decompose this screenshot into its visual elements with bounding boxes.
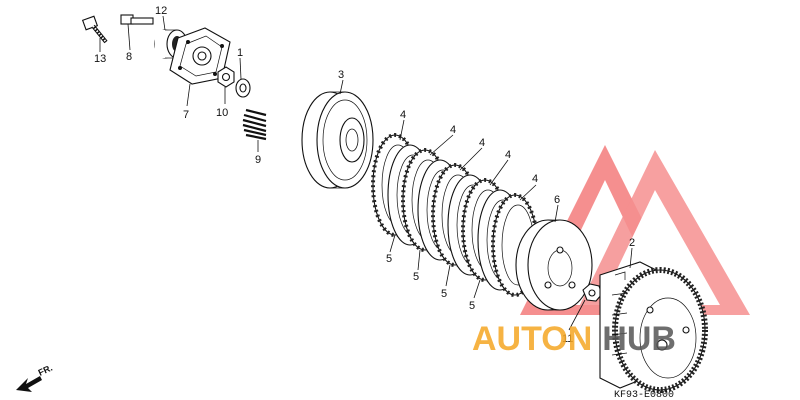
clutch-outer-2 — [599, 261, 708, 393]
callout-11: 11 — [562, 333, 573, 345]
callout-5-d: 5 — [469, 300, 475, 312]
callout-1: 1 — [237, 47, 243, 59]
callout-2: 2 — [629, 237, 635, 249]
callout-4-d: 4 — [505, 149, 511, 161]
watermark-hub: HUB — [602, 320, 676, 358]
front-direction-marker: FR. — [16, 363, 54, 392]
callout-5-a: 5 — [386, 253, 392, 265]
watermark-text-autohub: AUTON HUB — [472, 320, 676, 358]
callout-12: 12 — [155, 5, 167, 17]
callout-4-c: 4 — [479, 137, 485, 149]
fr-label: FR. — [37, 363, 54, 378]
callout-4-e: 4 — [532, 173, 538, 185]
washer-1 — [235, 78, 251, 98]
callout-5-b: 5 — [413, 271, 419, 283]
callout-4-a: 4 — [400, 109, 406, 121]
spring-9 — [242, 108, 267, 141]
pressure-disc-6 — [515, 219, 593, 311]
callout-9: 9 — [255, 154, 261, 166]
callout-6: 6 — [554, 194, 560, 206]
clutch-center-3 — [301, 91, 374, 189]
leader-lines — [99, 15, 633, 331]
watermark-auto: AUTON — [472, 320, 592, 358]
callout-10: 10 — [216, 107, 228, 119]
callout-5-c: 5 — [441, 288, 447, 300]
pressure-plate-7 — [169, 27, 231, 85]
callout-7: 7 — [183, 109, 189, 121]
nut-10 — [217, 66, 235, 88]
drawing-code: KF93-E0800 — [614, 390, 674, 400]
callout-8: 8 — [126, 51, 132, 63]
callout-4-b: 4 — [450, 124, 456, 136]
callout-13: 13 — [94, 53, 106, 65]
retainer-11 — [582, 283, 603, 302]
watermark-text: AUTON HUB — [472, 320, 676, 358]
bolt-13 — [81, 15, 108, 44]
shaft-8 — [120, 14, 154, 25]
callout-labels: 13 8 12 1 7 10 9 3 4 4 4 4 4 5 5 5 5 6 2… — [94, 5, 635, 345]
callout-3: 3 — [338, 69, 344, 81]
